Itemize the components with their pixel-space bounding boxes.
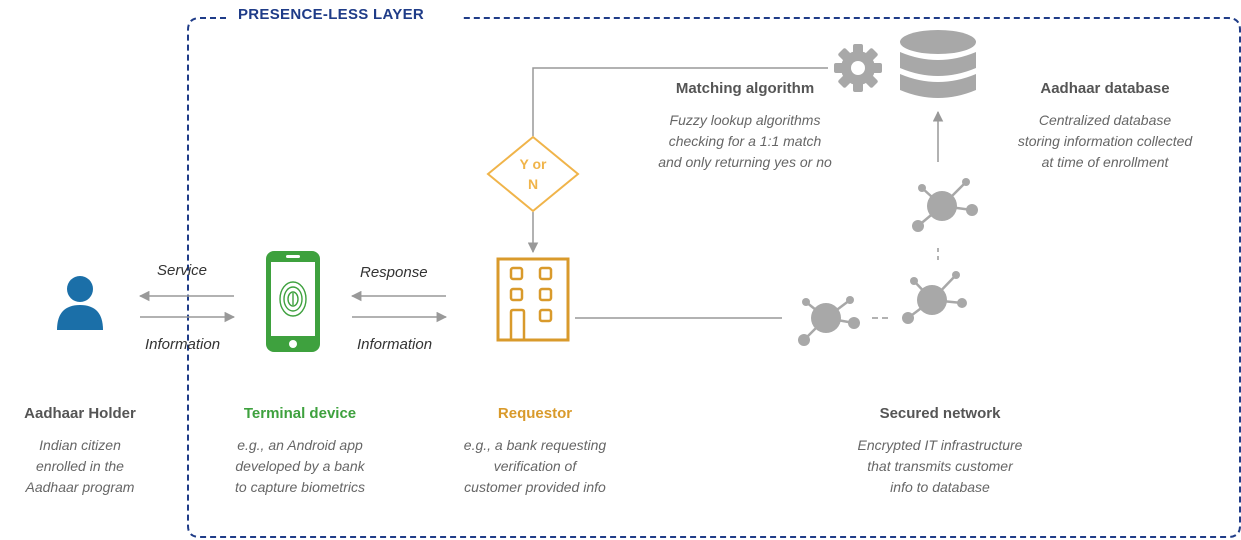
terminal-title: Terminal device	[243, 405, 357, 422]
person-icon	[57, 276, 103, 330]
matching-desc-line: and only returning yes or no	[658, 154, 832, 170]
decision-label-line1: Y or	[519, 156, 547, 172]
network-node-icon	[912, 178, 978, 232]
holder-desc-line: enrolled in the	[36, 458, 124, 474]
terminal-desc: e.g., an Android app developed by a bank…	[195, 435, 405, 498]
holder-desc-line: Indian citizen	[39, 437, 121, 453]
network-desc-line: that transmits customer	[867, 458, 1013, 474]
decision-label-line2: N	[527, 176, 539, 192]
network-desc: Encrypted IT infrastructure that transmi…	[810, 435, 1070, 498]
terminal-desc-line: e.g., an Android app	[237, 437, 363, 453]
building-icon	[496, 257, 570, 342]
network-title: Secured network	[879, 405, 1001, 422]
database-icon	[900, 30, 976, 98]
requestor-desc-line: customer provided info	[464, 479, 606, 495]
information-label-right: Information	[357, 336, 433, 353]
matching-desc-line: checking for a 1:1 match	[668, 133, 822, 149]
gear-icon	[834, 44, 882, 92]
database-desc-line: storing information collected	[1017, 133, 1193, 149]
network-node-icon	[798, 296, 860, 346]
information-label-left: Information	[145, 336, 221, 353]
network-node-icon	[902, 271, 967, 324]
database-title: Aadhaar database	[1040, 80, 1170, 97]
matching-algorithm-desc: Fuzzy lookup algorithms checking for a 1…	[620, 110, 870, 173]
requestor-desc-line: e.g., a bank requesting	[463, 437, 607, 453]
network-desc-line: info to database	[890, 479, 990, 495]
holder-title: Aadhaar Holder	[24, 405, 136, 422]
requestor-desc: e.g., a bank requesting verification of …	[435, 435, 635, 498]
network-desc-line: Encrypted IT infrastructure	[857, 437, 1023, 453]
response-label: Response	[360, 264, 428, 281]
matching-algorithm-title: Matching algorithm	[675, 80, 815, 97]
matching-desc-line: Fuzzy lookup algorithms	[669, 112, 821, 128]
terminal-desc-line: developed by a bank	[235, 458, 365, 474]
decision-diamond	[486, 135, 580, 213]
presence-less-layer-title: PRESENCE-LESS LAYER	[230, 6, 433, 23]
requestor-title: Requestor	[497, 405, 573, 422]
service-label: Service	[157, 262, 208, 279]
database-desc: Centralized database storing information…	[985, 110, 1225, 173]
terminal-desc-line: to capture biometrics	[235, 479, 365, 495]
requestor-desc-line: verification of	[493, 458, 577, 474]
database-desc-line: Centralized database	[1038, 112, 1172, 128]
result-return-line	[532, 67, 828, 136]
presence-less-layer-border	[187, 17, 1241, 538]
decision-label: Y or N	[503, 154, 563, 194]
holder-desc: Indian citizen enrolled in the Aadhaar p…	[0, 435, 160, 498]
holder-desc-line: Aadhaar program	[25, 479, 135, 495]
database-desc-line: at time of enrollment	[1041, 154, 1169, 170]
smartphone-fingerprint-icon	[266, 251, 320, 352]
